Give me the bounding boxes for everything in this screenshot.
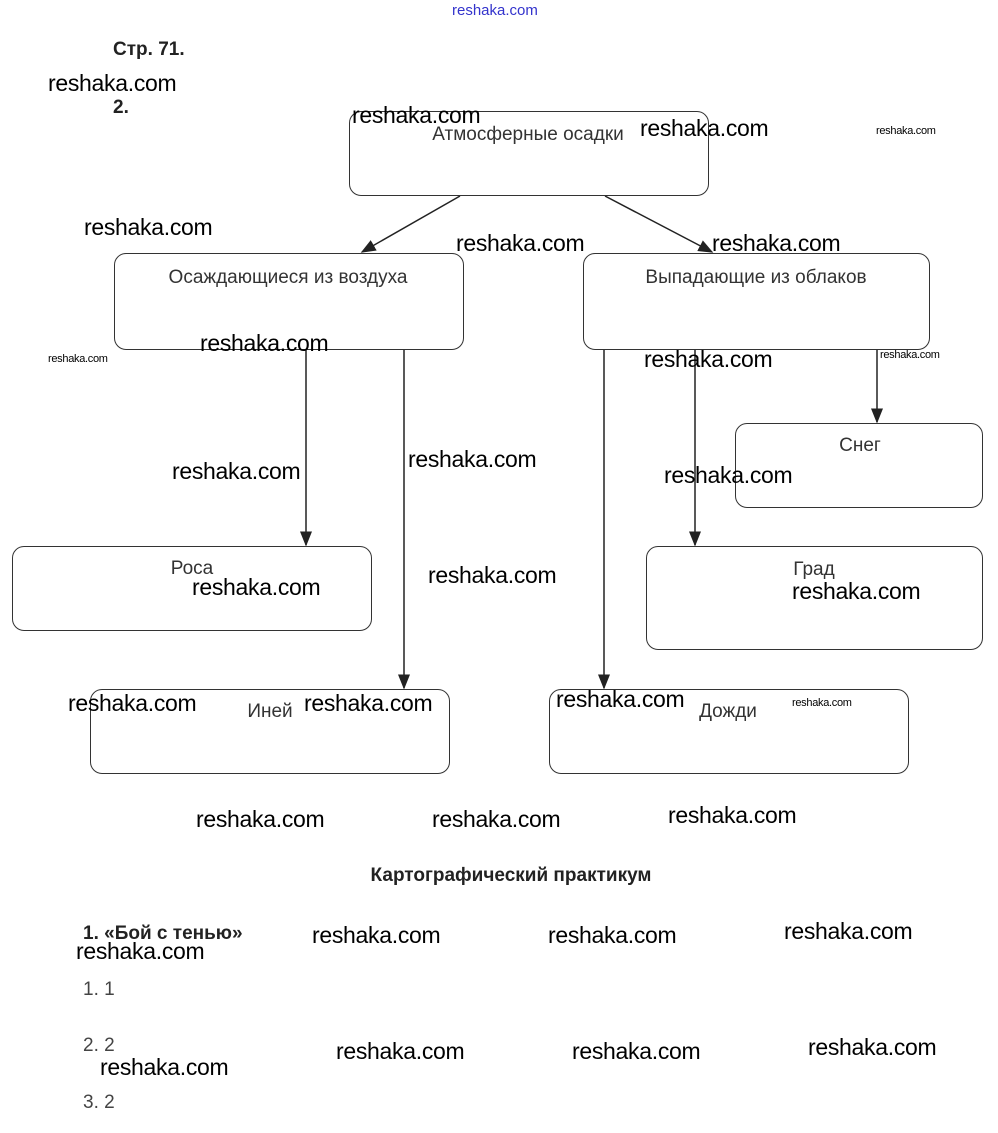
watermark: reshaka.com xyxy=(312,922,441,948)
node-hail-label: Град xyxy=(793,559,835,580)
watermark: reshaka.com xyxy=(192,574,321,600)
watermark: reshaka.com xyxy=(456,230,585,256)
header-link[interactable]: reshaka.com xyxy=(452,2,538,19)
watermark: reshaka.com xyxy=(352,102,481,128)
watermark: reshaka.com xyxy=(644,346,773,372)
node-snow xyxy=(735,423,983,508)
node-dew xyxy=(12,546,372,631)
node-rain xyxy=(549,689,909,774)
watermark: reshaka.com xyxy=(572,1038,701,1064)
exercise-title: 1. «Бой с тенью» xyxy=(83,923,243,944)
node-dew-label: Роса xyxy=(170,558,214,579)
node-snow-label: Снег xyxy=(839,435,881,456)
answer-3: 3. 2 xyxy=(83,1092,115,1113)
watermark: reshaka.com xyxy=(664,462,793,488)
node-left xyxy=(114,253,464,350)
watermark: reshaka.com xyxy=(808,1034,937,1060)
watermark: reshaka.com xyxy=(556,686,685,712)
node-rain-label: Дожди xyxy=(699,701,757,722)
watermark: reshaka.com xyxy=(84,214,213,240)
watermark: reshaka.com xyxy=(172,458,301,484)
node-left-label: Осаждающиеся из воздуха xyxy=(168,267,408,288)
watermark: reshaka.com xyxy=(48,353,108,365)
watermark: reshaka.com xyxy=(48,70,177,96)
watermark: reshaka.com xyxy=(432,806,561,832)
watermark: reshaka.com xyxy=(76,938,205,964)
watermark: reshaka.com xyxy=(548,922,677,948)
node-frost-label: Иней xyxy=(247,701,293,722)
section-title: Картографический практикум xyxy=(370,865,652,886)
watermark: reshaka.com xyxy=(428,562,557,588)
task-number: 2. xyxy=(113,97,129,118)
node-right-label: Выпадающие из облаков xyxy=(645,267,867,288)
watermark: reshaka.com xyxy=(336,1038,465,1064)
answer-1: 1. 1 xyxy=(83,979,115,1000)
node-right xyxy=(583,253,930,350)
watermark: reshaka.com xyxy=(196,806,325,832)
answer-2: 2. 2 xyxy=(83,1035,115,1056)
page-label: Стр. 71. xyxy=(113,39,185,60)
watermark: reshaka.com xyxy=(200,330,329,356)
watermark: reshaka.com xyxy=(880,349,940,361)
arrow xyxy=(604,195,714,253)
watermark: reshaka.com xyxy=(876,125,936,137)
watermark: reshaka.com xyxy=(792,697,852,709)
watermark: reshaka.com xyxy=(100,1054,229,1080)
arrow xyxy=(360,195,461,253)
node-frost xyxy=(90,689,450,774)
watermark: reshaka.com xyxy=(712,230,841,256)
watermark: reshaka.com xyxy=(640,115,769,141)
watermark: reshaka.com xyxy=(792,578,921,604)
node-root-label: Атмосферные осадки xyxy=(432,124,624,145)
node-hail xyxy=(646,546,983,650)
watermark: reshaka.com xyxy=(408,446,537,472)
watermark: reshaka.com xyxy=(668,802,797,828)
node-root xyxy=(349,111,709,196)
watermark: reshaka.com xyxy=(784,918,913,944)
watermark: reshaka.com xyxy=(68,690,197,716)
watermark: reshaka.com xyxy=(304,690,433,716)
